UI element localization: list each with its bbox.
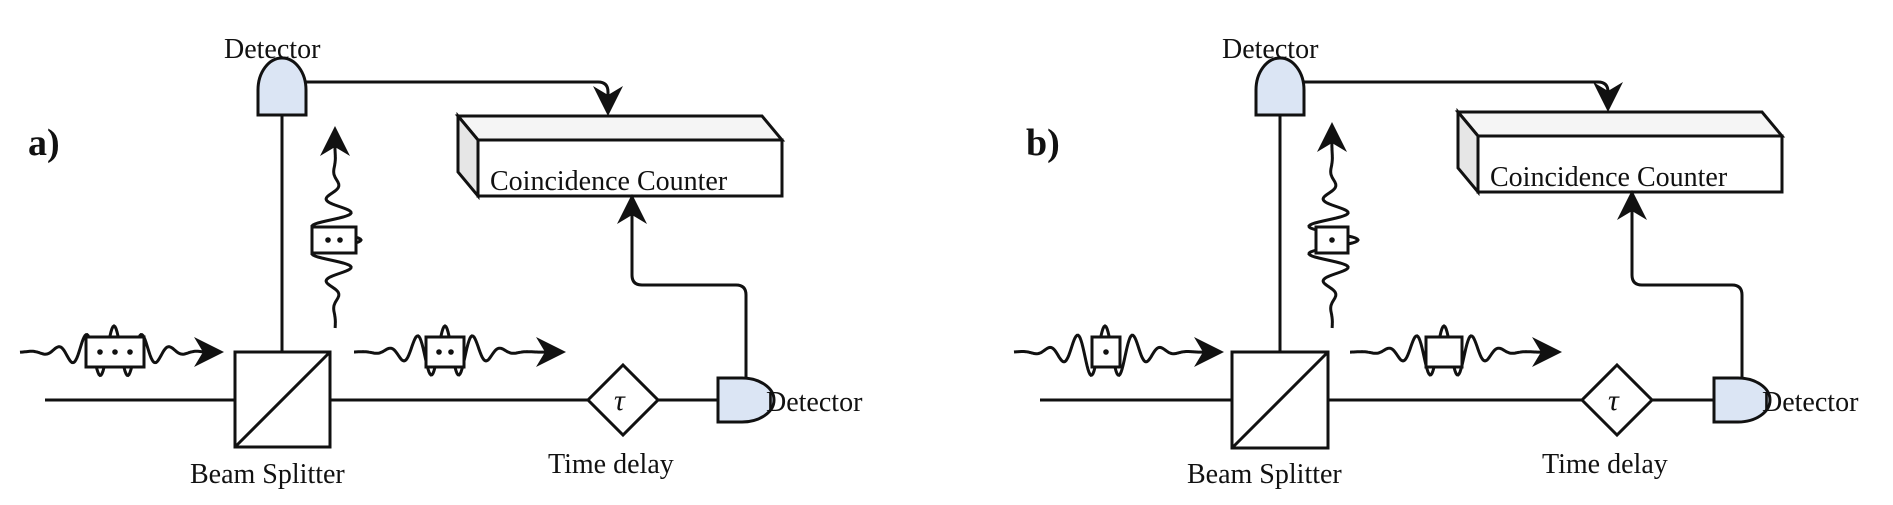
incoming-wave-packet — [1013, 324, 1224, 377]
photon-dot — [112, 349, 118, 355]
wire-top-detector-to-counter — [306, 80, 623, 116]
transmitted-wave-packet — [1350, 324, 1562, 377]
beam-splitter — [1230, 350, 1330, 450]
transmitted-wave — [354, 324, 566, 377]
photon-dots — [97, 349, 133, 355]
detector-top-label: Detector — [224, 34, 321, 65]
beam-splitter-label: Beam Splitter — [190, 459, 345, 490]
photon-dots — [1329, 237, 1335, 243]
photon-box — [310, 225, 358, 255]
photon-dot — [337, 237, 343, 243]
coincidence-counter — [1454, 107, 1786, 197]
detector-right — [716, 376, 776, 424]
coincidence-counter-label: Coincidence Counter — [490, 166, 728, 197]
photon-box — [424, 335, 466, 369]
incoming-wave-packet — [19, 324, 224, 378]
transmitted-wave-packet — [354, 324, 566, 377]
panel-label: b) — [1026, 122, 1060, 164]
time-delay: τ — [1579, 362, 1655, 438]
detector-top-label: Detector — [1222, 34, 1319, 65]
beam-splitter-label: Beam Splitter — [1187, 459, 1342, 490]
photon-dot — [1103, 349, 1109, 355]
photon-dots — [1103, 349, 1109, 355]
detector-right — [1712, 376, 1772, 424]
detector-right-label: Detector — [1762, 387, 1859, 418]
detector-top — [1254, 56, 1306, 117]
tau-symbol: τ — [614, 384, 626, 417]
photon-dot — [325, 237, 331, 243]
photon-box — [1424, 335, 1464, 369]
wire-right-detector-to-counter — [617, 194, 748, 378]
incoming-wave — [1013, 324, 1224, 377]
photon-dot — [97, 349, 103, 355]
reflected-wave-packet — [1307, 122, 1360, 329]
photon-dots — [436, 349, 454, 355]
time-delay: τ — [585, 362, 661, 438]
coincidence-counter-label: Coincidence Counter — [1490, 162, 1728, 193]
time-delay-label: Time delay — [1542, 449, 1668, 480]
panel-b: b) Beam Splitter Detector Detector τ Tim… — [1013, 34, 1859, 490]
photon-dot — [436, 349, 442, 355]
reflected-wave-packet — [310, 126, 363, 329]
wire-top-detector-to-counter — [1304, 80, 1623, 112]
wire-right-detector-to-counter — [1617, 190, 1744, 378]
panel-label: a) — [28, 122, 60, 164]
photon-dot — [1329, 237, 1335, 243]
beam-splitter — [233, 350, 332, 449]
time-delay-label: Time delay — [548, 449, 674, 480]
detector-right-label: Detector — [766, 387, 863, 418]
detector-top — [256, 56, 308, 117]
photon-dot — [448, 349, 454, 355]
photon-dot — [127, 349, 133, 355]
panel-a: a) Beam Splitter Detector Detector τ Tim… — [19, 34, 863, 490]
tau-symbol: τ — [1608, 384, 1620, 417]
photon-dots — [325, 237, 343, 243]
coincidence-counter — [454, 111, 786, 201]
reflected-wave — [1307, 122, 1360, 329]
